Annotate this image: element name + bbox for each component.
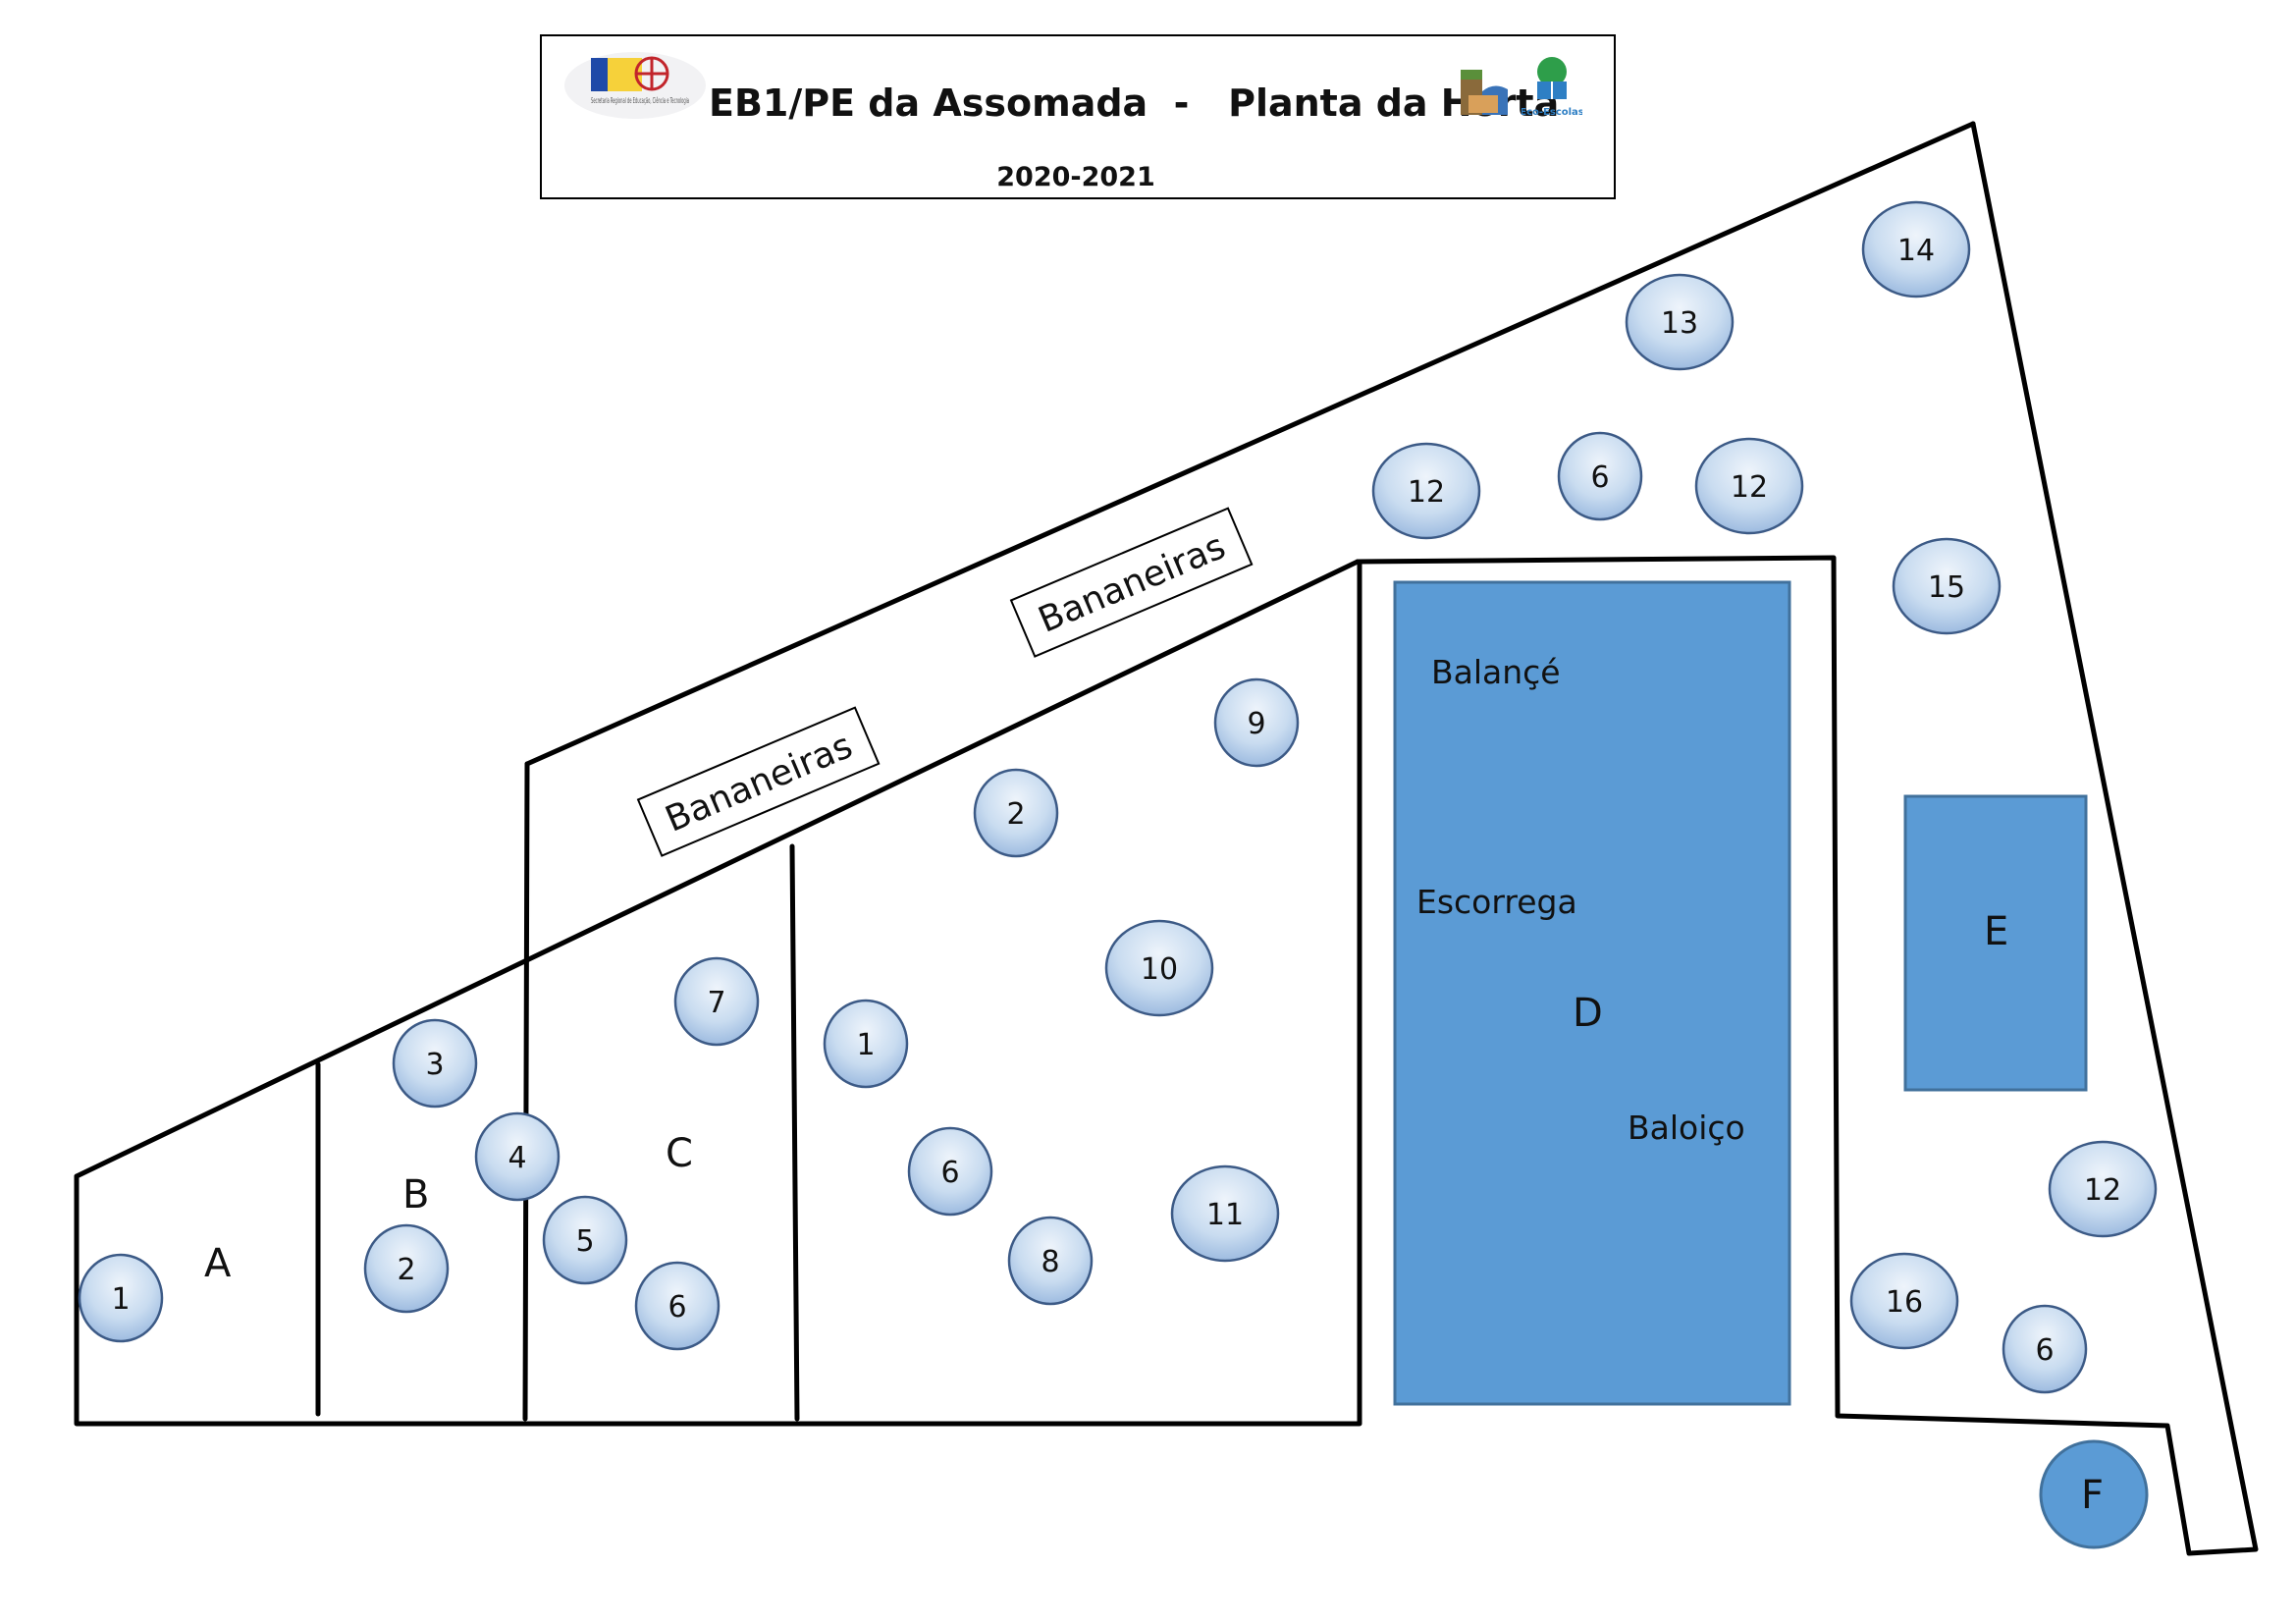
plant-circle-12: 9	[1213, 677, 1300, 768]
section-e-label: E	[1984, 909, 2008, 954]
plant-number: 11	[1206, 1198, 1244, 1232]
slope-inner	[74, 559, 1361, 1179]
plant-number: 15	[1928, 570, 1965, 605]
play-area-outline	[1355, 121, 2259, 1556]
plant-circle-14: 11	[1170, 1164, 1280, 1263]
school-logo	[1461, 70, 1508, 115]
plant-circle-4: 4	[474, 1111, 561, 1202]
plant-number: 6	[940, 1156, 959, 1190]
plant-circle-19: 14	[1861, 200, 1971, 298]
school-year: 2020-2021	[996, 162, 1155, 192]
plant-circle-shape	[1170, 1164, 1280, 1263]
plant-number: 12	[1731, 470, 1768, 505]
plant-circle-8: 1	[823, 999, 909, 1089]
plant-circle-shape	[1892, 537, 2002, 635]
divider-cd	[789, 843, 800, 1422]
plant-circle-shape	[1371, 442, 1481, 540]
plant-circle-shape	[634, 1261, 721, 1351]
plant-circle-2: 2	[363, 1223, 450, 1314]
plant-circle-shape	[1557, 431, 1643, 521]
plant-number: 8	[1041, 1245, 1059, 1279]
slope-outer	[524, 121, 1976, 767]
plant-circle-shape	[2048, 1140, 2158, 1238]
plant-number: 5	[575, 1224, 594, 1259]
plant-circle-16: 6	[1557, 431, 1643, 521]
plant-circle-20: 15	[1892, 537, 2002, 635]
plant-circle-shape	[363, 1223, 450, 1314]
plant-number: 12	[1408, 475, 1445, 510]
plant-circle-1: 1	[78, 1253, 164, 1343]
plant-circle-9: 2	[973, 768, 1059, 858]
plant-number: 13	[1661, 306, 1698, 341]
plant-number: 4	[507, 1141, 526, 1175]
plant-circle-11: 8	[1007, 1216, 1094, 1306]
plant-circle-21: 12	[2048, 1140, 2158, 1238]
plant-circle-shape	[2002, 1304, 2088, 1394]
section-a-label: A	[204, 1241, 232, 1286]
divider-left-outer	[522, 761, 530, 1422]
plant-number: 12	[2084, 1173, 2121, 1208]
plant-circle-shape	[973, 768, 1059, 858]
plant-number: 6	[2035, 1333, 2054, 1368]
plant-circle-shape	[1861, 200, 1971, 298]
area-e	[1903, 794, 2088, 1092]
plant-circle-17: 12	[1694, 437, 1804, 535]
plant-number: 9	[1247, 707, 1265, 741]
banana-label-1: Bananeiras	[636, 706, 881, 857]
playground-area-d	[1393, 580, 1791, 1406]
section-f-circle	[2039, 1439, 2149, 1549]
plant-circle-13: 10	[1104, 919, 1214, 1017]
plant-circle-shape	[823, 999, 909, 1089]
plant-number: 7	[707, 986, 725, 1020]
logo-right-text: Eco-Escolas	[1522, 107, 1582, 118]
header-box: Secretaria Regional de Educação, Ciência…	[540, 34, 1616, 199]
plant-circle-23: 6	[2002, 1304, 2088, 1394]
plant-number: 2	[1006, 797, 1025, 832]
plant-circle-shape	[474, 1111, 561, 1202]
plant-circle-shape	[78, 1253, 164, 1343]
plant-circle-shape	[1625, 273, 1735, 371]
plant-circle-shape	[392, 1018, 478, 1109]
plant-circle-10: 6	[907, 1126, 993, 1217]
section-b-label: B	[402, 1172, 429, 1218]
plant-circle-shape	[1694, 437, 1804, 535]
plant-circle-7: 7	[673, 956, 760, 1047]
balance-label: Balançé	[1431, 653, 1561, 691]
plant-circle-shape	[1213, 677, 1300, 768]
plant-number: 14	[1897, 234, 1935, 268]
eco-escolas-logo: Eco-Escolas	[1522, 57, 1582, 118]
plant-number: 6	[667, 1290, 686, 1325]
garden-outline	[74, 121, 2259, 1556]
plant-number: 6	[1590, 460, 1609, 495]
plant-number: 1	[856, 1028, 875, 1062]
plant-number: 1	[111, 1282, 130, 1317]
plant-circle-shape	[673, 956, 760, 1047]
plant-number: 10	[1141, 952, 1178, 987]
plant-circle-shape	[907, 1126, 993, 1217]
regional-government-logo: Secretaria Regional de Educação, Ciência…	[564, 52, 706, 119]
plant-number: 2	[397, 1253, 415, 1287]
plant-circle-shape	[542, 1195, 628, 1285]
plant-circle-22: 16	[1849, 1252, 1959, 1350]
plant-circle-18: 13	[1625, 273, 1735, 371]
page-title: EB1/PE da Assomada - Planta da Horta	[709, 81, 1560, 125]
logo-left-text: Secretaria Regional de Educação, Ciência…	[591, 95, 689, 105]
plant-circle-15: 12	[1371, 442, 1481, 540]
plant-number: 3	[425, 1048, 444, 1082]
plant-circle-shape	[1104, 919, 1214, 1017]
slide-label: Escorrega	[1416, 883, 1577, 921]
plant-number: 16	[1886, 1285, 1923, 1320]
banana-label-2: Bananeiras	[1009, 507, 1254, 658]
plant-circle-5: 5	[542, 1195, 628, 1285]
section-d-label: D	[1573, 991, 1603, 1036]
plant-circle-6: 6	[634, 1261, 721, 1351]
plant-circle-3: 3	[392, 1018, 478, 1109]
plant-circle-shape	[1849, 1252, 1959, 1350]
section-c-label: C	[666, 1131, 693, 1176]
section-f-label: F	[2081, 1473, 2104, 1518]
swing-label: Baloiço	[1628, 1109, 1745, 1147]
plant-circle-shape	[1007, 1216, 1094, 1306]
